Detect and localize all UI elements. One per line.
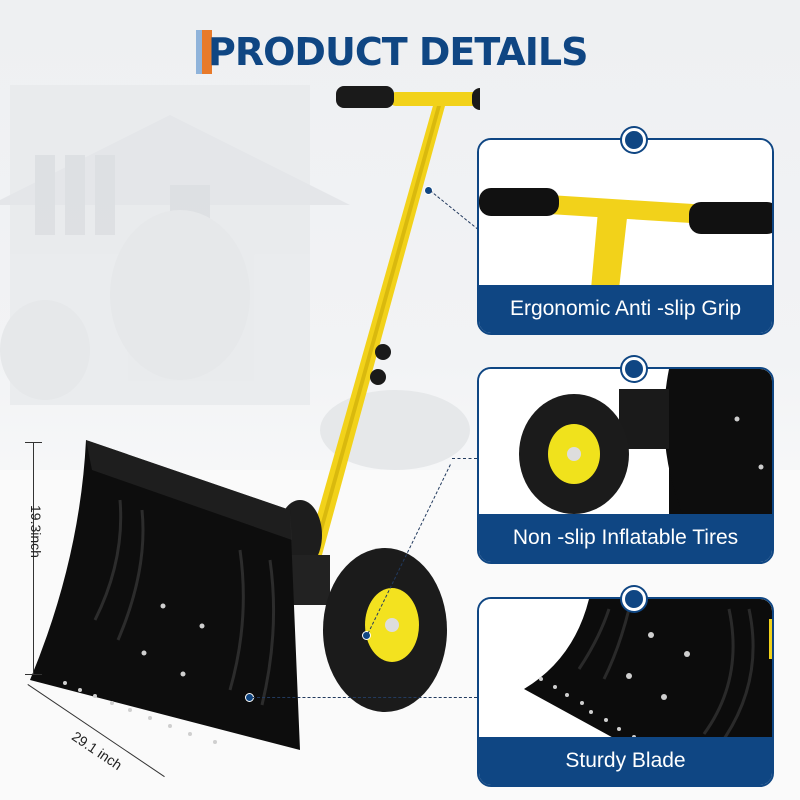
panel-pin-tires <box>622 357 646 381</box>
panel-pin-blade <box>622 587 646 611</box>
adjust-knobs <box>370 344 391 385</box>
wheel-icon <box>519 369 772 514</box>
blade-closeup-image <box>479 599 772 737</box>
title-text: PRODUCT DETAILS <box>208 30 588 74</box>
handle-shaft <box>306 95 448 555</box>
t-handle-grip-icon <box>479 188 772 285</box>
blade-callout-line <box>252 697 477 698</box>
feature-caption-grip: Ergonomic Anti -slip Grip <box>479 285 772 333</box>
front-wheel <box>323 548 447 712</box>
title-accent-blue <box>196 30 202 74</box>
height-dimension-line <box>25 442 42 675</box>
snow-shovel-image <box>30 86 480 750</box>
tire-callout-dot <box>362 631 371 640</box>
blade-icon <box>524 599 772 737</box>
height-dimension-label: 19.3inch <box>28 505 44 558</box>
feature-caption-tires: Non -slip Inflatable Tires <box>479 514 772 562</box>
t-handle <box>336 86 480 110</box>
title-accent-orange <box>202 30 212 74</box>
grip-callout-dot <box>424 186 433 195</box>
page-title: PRODUCT DETAILS <box>196 28 588 76</box>
feature-panel-grip: Ergonomic Anti -slip Grip <box>477 138 774 335</box>
feature-panel-tires: Non -slip Inflatable Tires <box>477 367 774 564</box>
grip-closeup-image <box>479 140 772 285</box>
blade <box>30 440 300 750</box>
feature-panel-blade: Sturdy Blade <box>477 597 774 787</box>
feature-caption-blade: Sturdy Blade <box>479 737 772 785</box>
panel-pin-grip <box>622 128 646 152</box>
tire-closeup-image <box>479 369 772 514</box>
tire-callout-line-2 <box>452 458 477 459</box>
